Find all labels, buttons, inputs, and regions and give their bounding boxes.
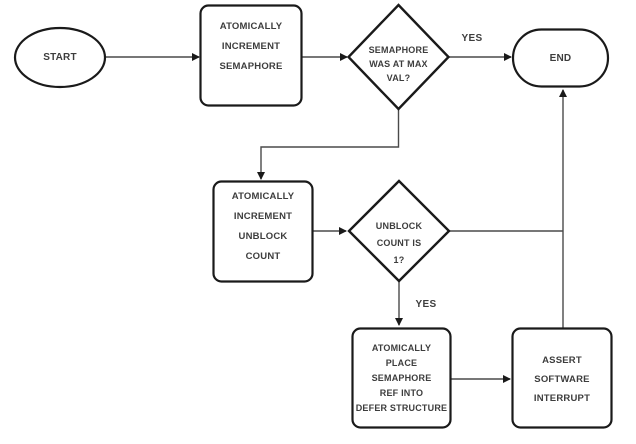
yes-label-unblock-count: YES — [415, 299, 437, 310]
increment-semaphore-node-label: ATOMICALLY INCREMENT SEMAPHORE — [219, 21, 283, 72]
semaphore-max-decision-shape — [346, 3, 451, 111]
assert-software-interrupt-node-shape — [511, 327, 613, 429]
yes-label-semaphore-max: YES — [461, 33, 483, 44]
place-semaphore-ref-node-shape — [351, 327, 452, 429]
assert-software-interrupt-node-label: ASSERT SOFTWARE INTERRUPT — [533, 355, 591, 404]
start-node-label: START — [43, 52, 77, 63]
increment-semaphore-node-shape — [199, 4, 303, 107]
start-node-shape — [13, 26, 107, 89]
unblock-count-decision-shape — [347, 179, 451, 283]
edge-semaphore-max-to-increment-unblock — [257, 109, 400, 180]
increment-unblock-node-label: ATOMICALLY INCREMENT UNBLOCK COUNT — [231, 191, 295, 262]
end-node-label: END — [549, 53, 572, 64]
unblock-count-decision-label: UNBLOCK COUNT IS 1? — [375, 221, 423, 265]
increment-unblock-node-shape — [212, 180, 314, 283]
end-node-shape — [511, 28, 610, 88]
semaphore-max-decision-label: SEMAPHORE WAS AT MAX VAL? — [368, 45, 429, 83]
place-semaphore-ref-node-label: ATOMICALLY PLACE SEMAPHORE REF INTO DEFE… — [355, 343, 448, 413]
